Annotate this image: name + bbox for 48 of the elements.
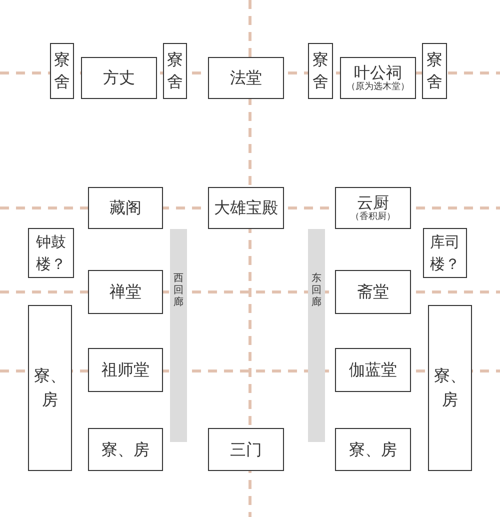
building-name: 寮舍 — [53, 49, 71, 93]
building-name: 禅堂 — [110, 283, 142, 301]
hall-box — [335, 428, 411, 471]
building-name: 伽蓝堂 — [349, 361, 397, 379]
building-name: 库司楼？ — [429, 232, 461, 275]
hall-box — [340, 57, 416, 99]
building-name: 寮舍 — [312, 49, 330, 93]
building-name: 叶公祠 — [354, 64, 402, 82]
building-name: 法堂 — [230, 69, 262, 87]
tower-box — [28, 228, 74, 278]
building-name: 斋堂 — [357, 283, 389, 301]
hall-box — [335, 187, 411, 229]
tower-box — [423, 228, 467, 278]
dormitory-box — [163, 43, 187, 99]
hall-box — [335, 348, 411, 392]
hall-box — [81, 57, 157, 99]
building-name: 寮、房 — [349, 440, 397, 458]
building-name: 寮、房 — [102, 440, 150, 458]
dormitory-box — [308, 43, 333, 99]
dormitory-box — [50, 43, 74, 99]
building-name: 西回廊 — [172, 273, 184, 309]
building-name: 寮、房 — [33, 365, 67, 411]
hall-box — [88, 187, 163, 229]
building-name: 寮、房 — [433, 365, 467, 411]
building-name: 寮舍 — [166, 49, 184, 93]
building-name: 藏阁 — [110, 199, 142, 217]
hall-box — [88, 428, 163, 471]
dormitory-box — [428, 305, 472, 471]
hall-box — [208, 187, 284, 229]
hall-box — [208, 428, 284, 471]
dormitory-box — [28, 305, 72, 471]
corridor-bar — [170, 229, 187, 442]
building-name: 寮舍 — [426, 49, 444, 93]
building-name: 大雄宝殿 — [214, 199, 278, 217]
building-name: 祖师堂 — [102, 361, 150, 379]
building-name: 三门 — [230, 440, 262, 458]
hall-box — [335, 270, 411, 314]
hall-box — [88, 270, 163, 314]
building-name: 东回廊 — [310, 273, 322, 309]
dormitory-box — [422, 43, 447, 99]
hall-box — [88, 348, 163, 392]
building-name: 钟鼓楼？ — [35, 232, 67, 275]
note-text: （原为选木堂） — [346, 82, 410, 92]
building-name: 云厨 — [357, 194, 389, 212]
corridor-bar — [308, 229, 325, 442]
building-name: 方丈 — [103, 69, 135, 87]
note-text: （香积厨） — [350, 212, 396, 222]
hall-box — [208, 57, 284, 99]
